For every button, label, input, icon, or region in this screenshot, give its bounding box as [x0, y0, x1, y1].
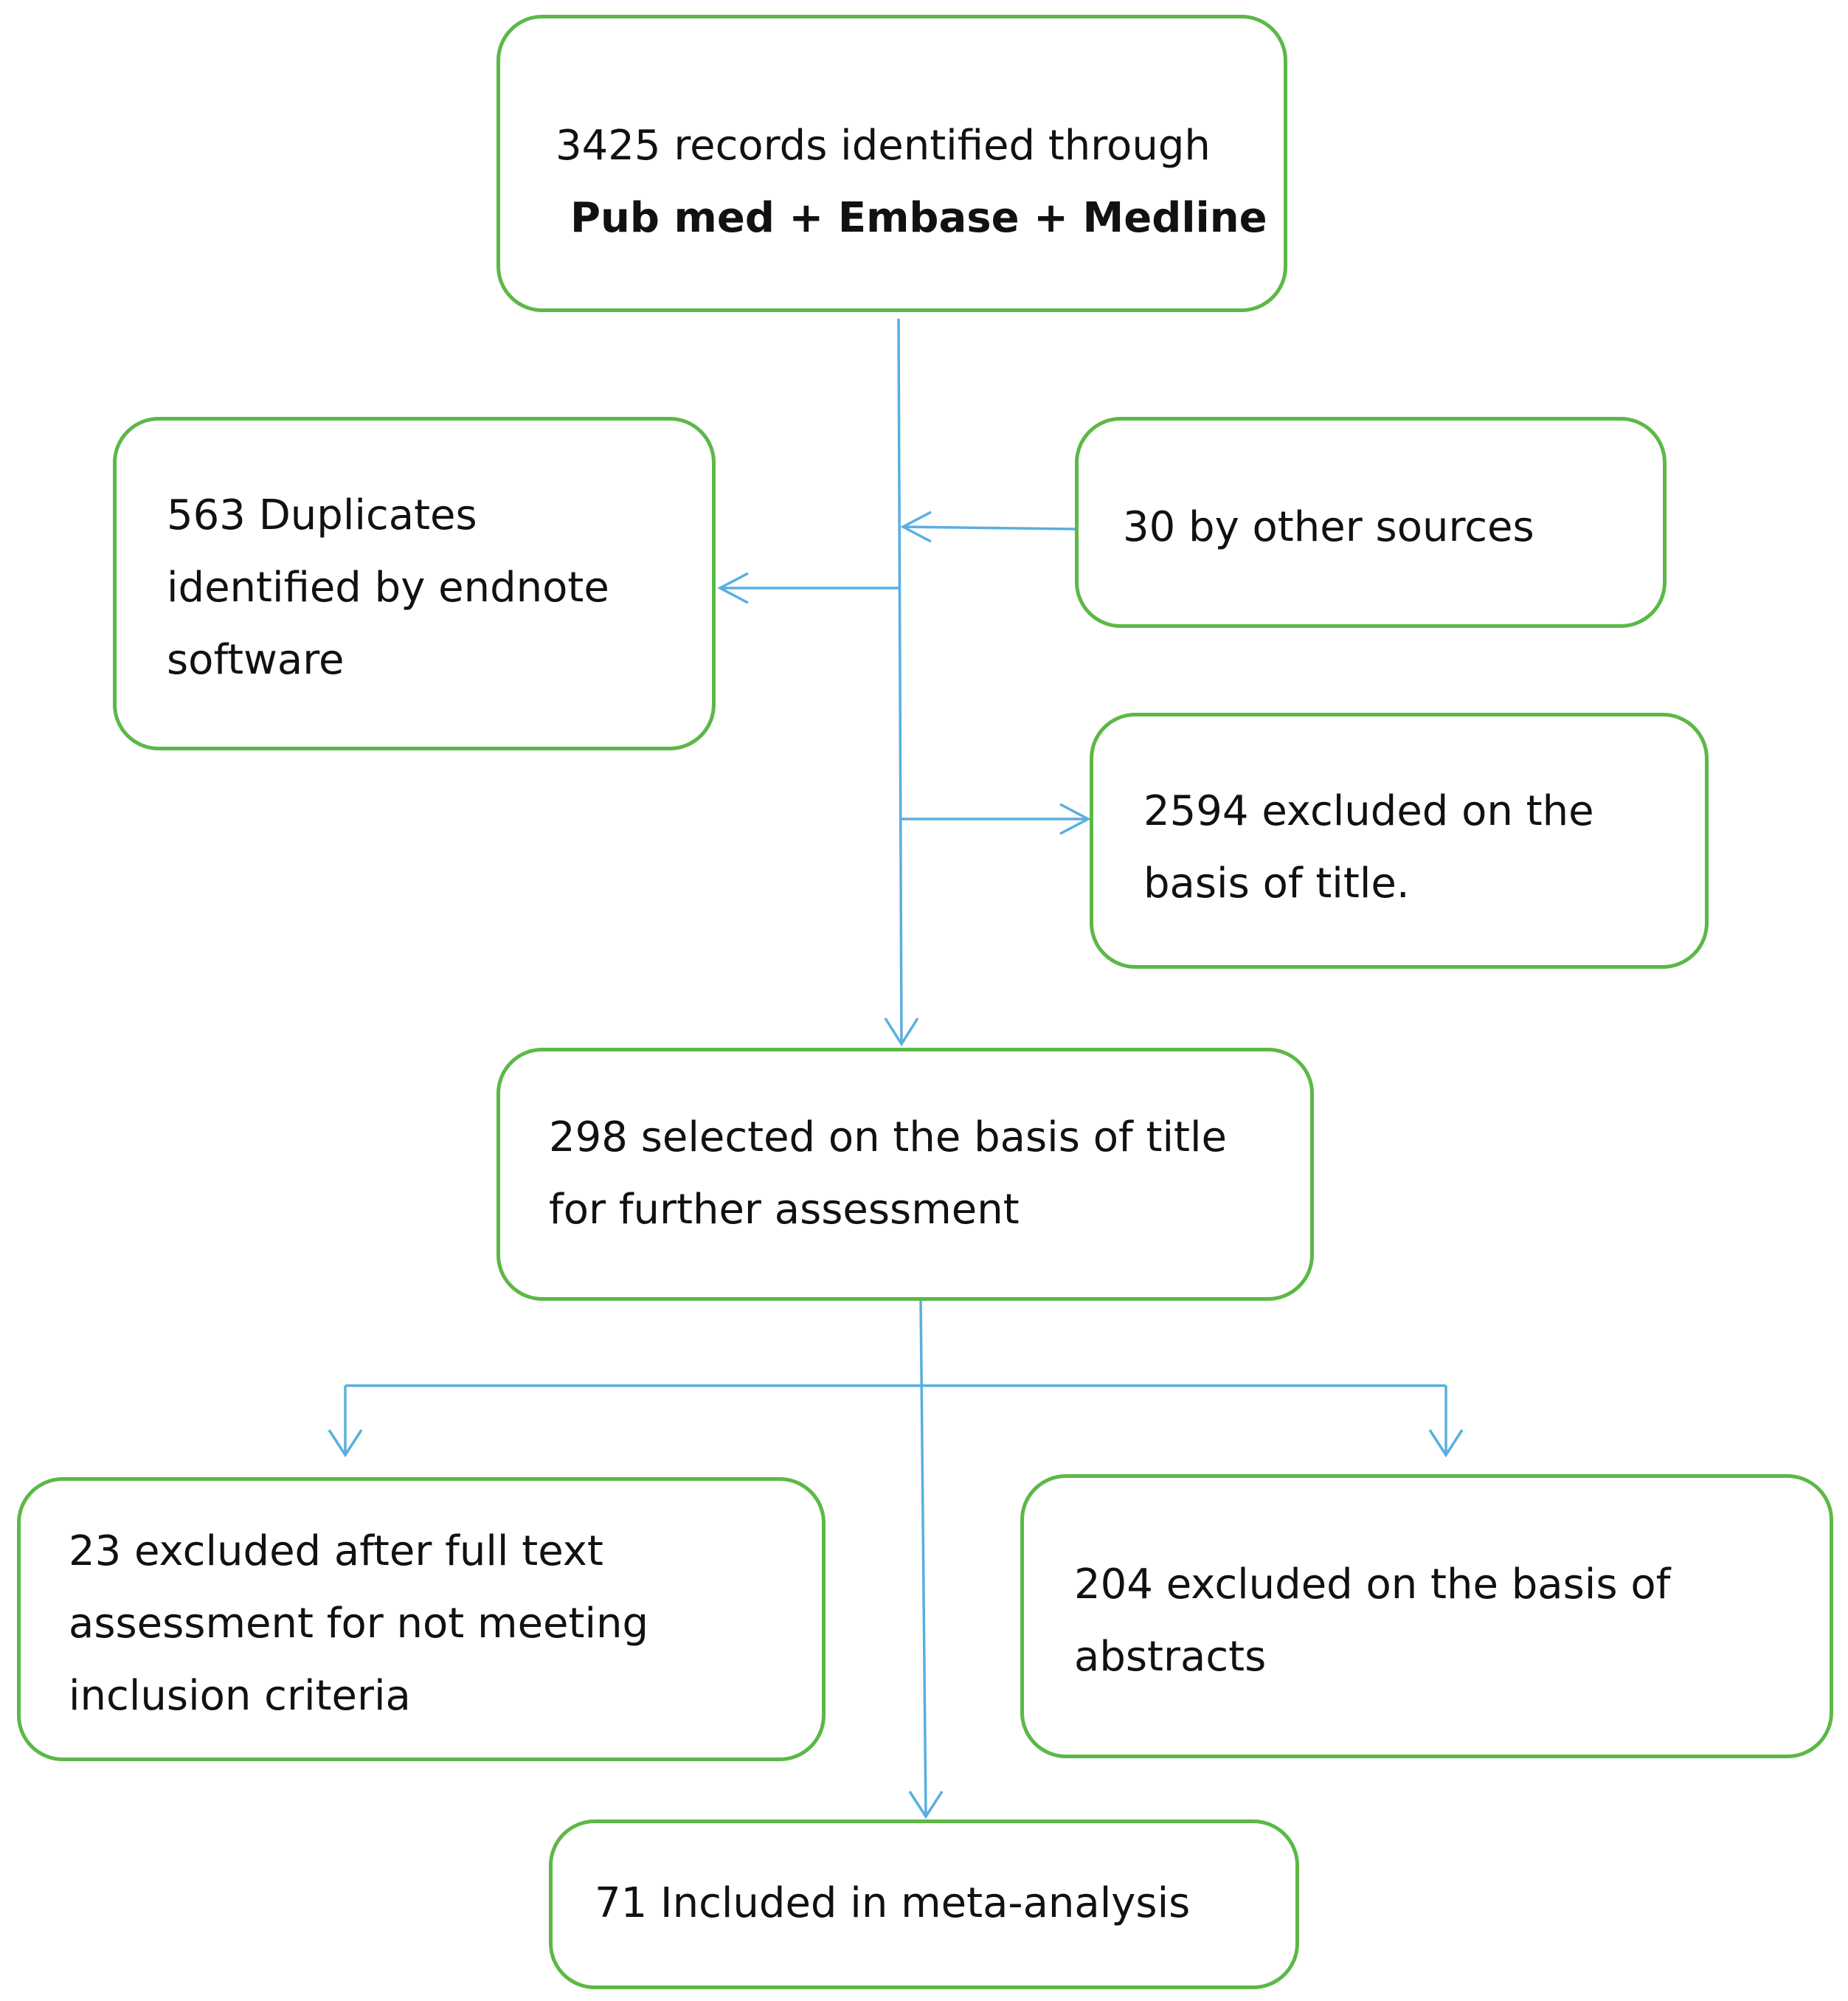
included-line1: 71 Included in meta-analysis	[595, 1879, 1191, 1927]
other-sources-line1: 30 by other sources	[1123, 503, 1534, 551]
duplicates-arrowhead	[717, 572, 749, 604]
duplicates-line3: software	[167, 636, 345, 684]
included-box: 71 Included in meta-analysis	[549, 1819, 1299, 1989]
excluded-abstracts-box: 204 excluded on the basis of abstracts	[1020, 1474, 1833, 1758]
other-sources-box: 30 by other sources	[1075, 417, 1667, 628]
excluded-abstracts-line2: abstracts	[1074, 1633, 1267, 1681]
records-identified-box: 3425 records identified through Pub med …	[496, 15, 1287, 312]
selected-title-line2: for further assessment	[549, 1186, 1020, 1234]
selected-title-line1: 298 selected on the basis of title	[549, 1113, 1227, 1161]
other-sources-connector	[902, 525, 1076, 531]
selected-down-connector	[919, 1296, 927, 1817]
full-text-arrowhead	[328, 1429, 363, 1458]
records-identified-line1: 3425 records identified through	[556, 122, 1211, 170]
trunk-arrowhead	[884, 1017, 919, 1047]
records-identified-databases: Pub med + Embase + Medline	[570, 194, 1267, 242]
included-arrowhead	[908, 1791, 944, 1819]
trunk-connector	[897, 318, 903, 1045]
excluded-title-arrowhead	[1059, 803, 1091, 835]
duplicates-box: 563 Duplicates identified by endnote sof…	[113, 417, 716, 750]
duplicates-line2: identified by endnote	[167, 564, 609, 612]
abstracts-arrowhead	[1428, 1429, 1464, 1458]
other-sources-arrowhead	[900, 511, 932, 543]
excluded-title-line1: 2594 excluded on the	[1143, 787, 1594, 835]
excluded-full-text-line1: 23 excluded after full text	[69, 1527, 603, 1575]
excluded-full-text-line2: assessment for not meeting	[69, 1600, 649, 1648]
excluded-full-text-line3: inclusion criteria	[69, 1672, 411, 1720]
excluded-title-box: 2594 excluded on the basis of title.	[1090, 713, 1709, 969]
selected-title-box: 298 selected on the basis of title for f…	[496, 1048, 1314, 1301]
duplicates-line1: 563 Duplicates	[167, 491, 477, 539]
excluded-full-text-box: 23 excluded after full text assessment f…	[17, 1477, 826, 1761]
excluded-title-line2: basis of title.	[1143, 860, 1410, 908]
excluded-abstracts-line1: 204 excluded on the basis of	[1074, 1561, 1671, 1608]
